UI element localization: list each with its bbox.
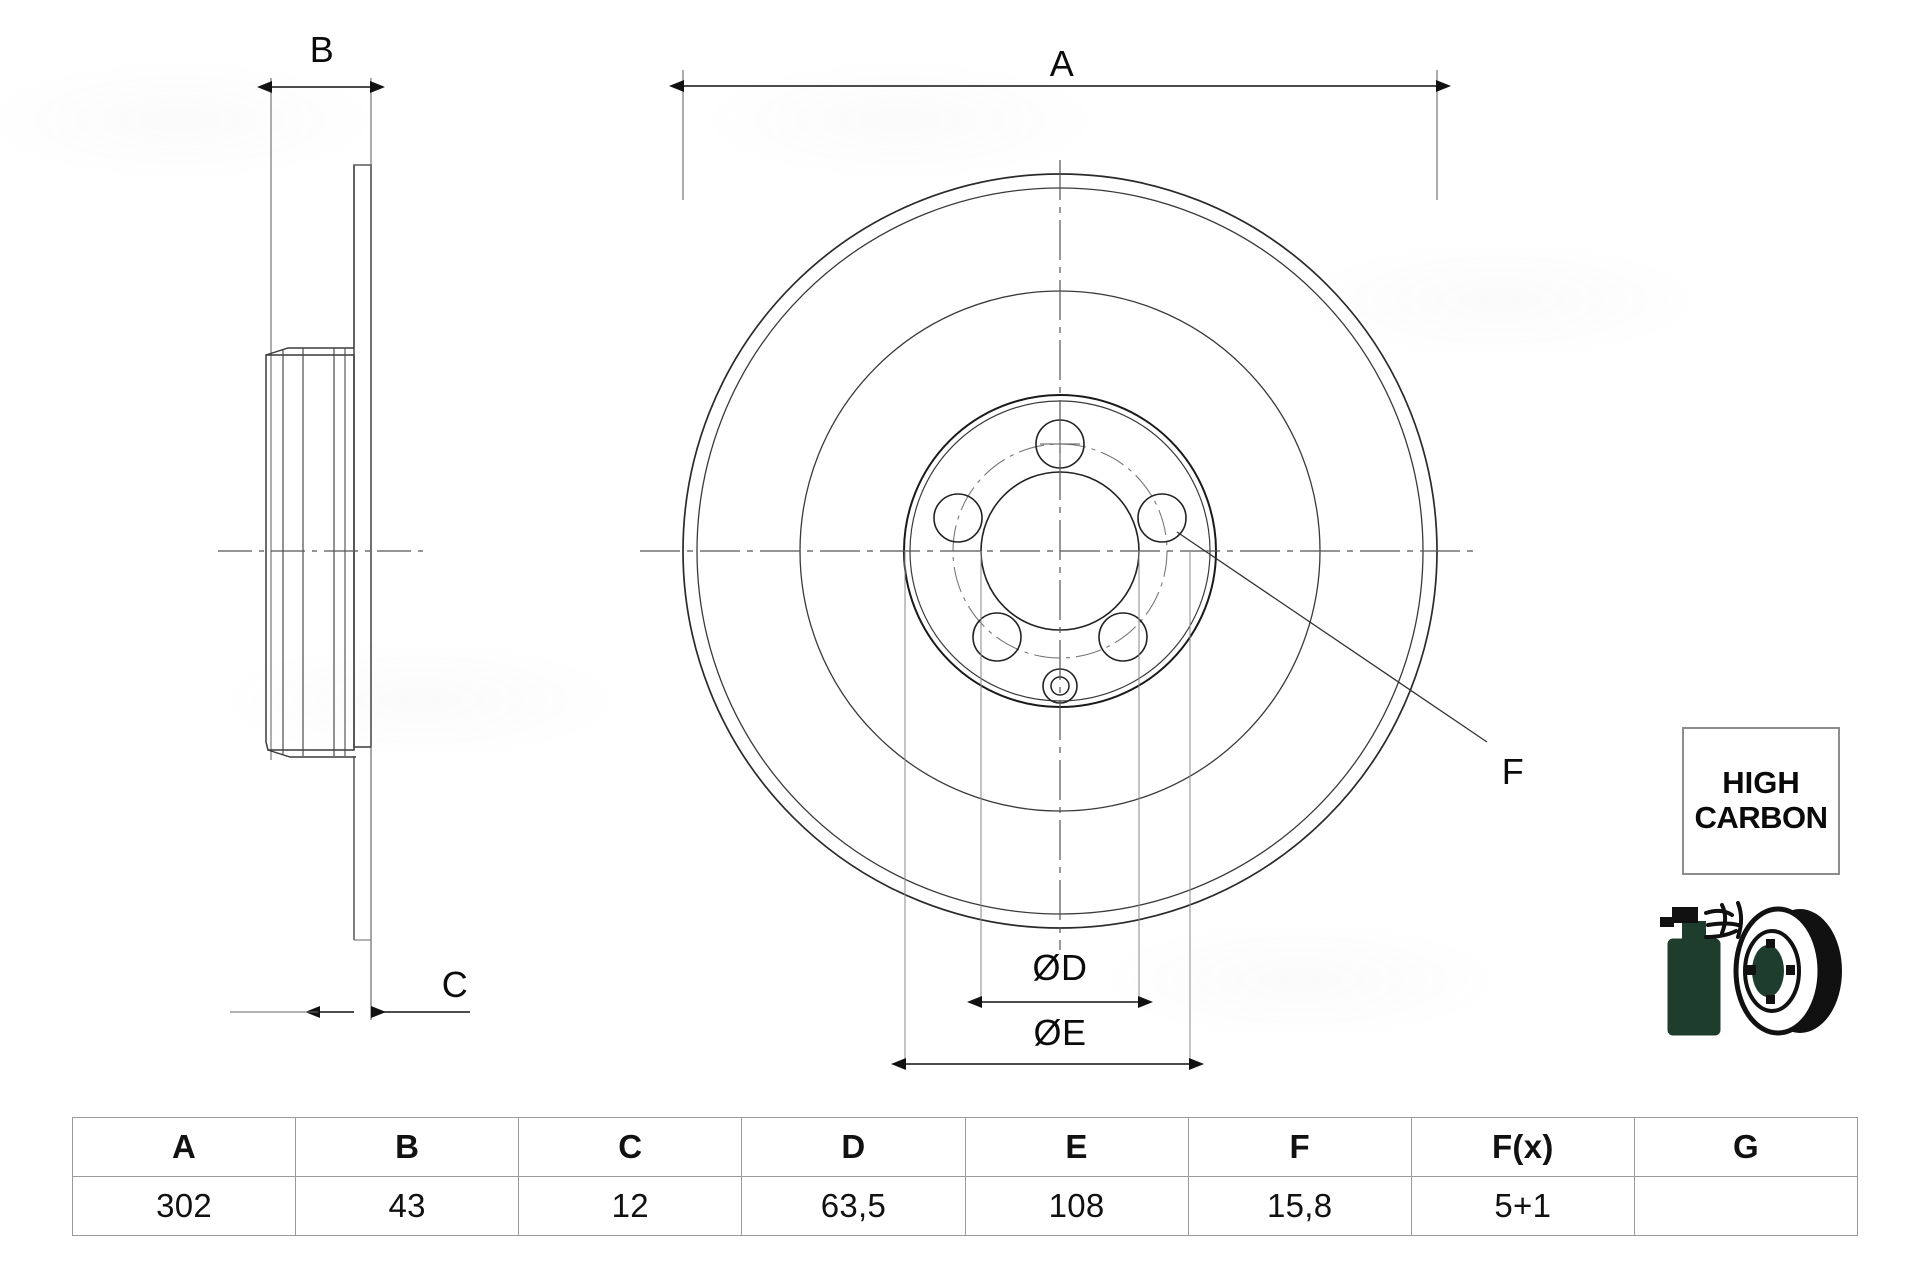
friction-ring-outline [353, 164, 372, 748]
bolt-hole [933, 493, 983, 543]
table-value-f: 15,8 [1187, 1176, 1412, 1236]
table-header-b: B [295, 1117, 520, 1177]
spray-can-and-disc-icon [1660, 901, 1842, 1036]
table-header-e: E [964, 1117, 1189, 1177]
table-header-d: D [741, 1117, 966, 1177]
table-header-fx: F(x) [1410, 1117, 1635, 1177]
table-header-row: A B C D E F F(x) G [71, 1117, 1859, 1177]
dimension-label-a: A [1049, 43, 1075, 84]
bolt-hole [1098, 612, 1148, 662]
bolt-hole [1137, 493, 1187, 543]
high-carbon-line-2: CARBON [1694, 800, 1828, 835]
table-header-f: F [1187, 1117, 1412, 1177]
table-value-a: 302 [71, 1176, 297, 1236]
hub-shoulder-bottom [267, 749, 356, 758]
dimension-label-b: B [309, 29, 335, 70]
table-value-d: 63,5 [741, 1176, 966, 1236]
bolt-hole [972, 612, 1022, 662]
table-value-row: 302 43 12 63,5 108 15,8 5+1 [71, 1176, 1859, 1236]
table-value-e: 108 [964, 1176, 1189, 1236]
dimension-label-c: C [441, 964, 469, 1005]
table-header-c: C [518, 1117, 743, 1177]
table-value-b: 43 [295, 1176, 520, 1236]
table-value-g [1633, 1176, 1859, 1236]
dimensions-table: A B C D E F F(x) G 302 43 12 63,5 108 15… [71, 1117, 1859, 1236]
table-header-g: G [1633, 1117, 1859, 1177]
table-value-fx: 5+1 [1410, 1176, 1635, 1236]
dimension-label-e: ØE [1033, 1012, 1087, 1053]
hub-shoulder-top [265, 347, 354, 356]
hub-bell-outline [265, 354, 355, 751]
side-view [218, 78, 470, 1020]
dimension-label-d: ØD [1032, 947, 1088, 988]
f-leader-line [1176, 531, 1488, 743]
table-value-c: 12 [518, 1176, 743, 1236]
high-carbon-badge: HIGH CARBON [1682, 727, 1840, 875]
high-carbon-line-1: HIGH [1722, 765, 1800, 801]
table-header-a: A [71, 1117, 297, 1177]
dimension-label-f: F [1501, 751, 1525, 792]
front-view [640, 70, 1488, 1070]
